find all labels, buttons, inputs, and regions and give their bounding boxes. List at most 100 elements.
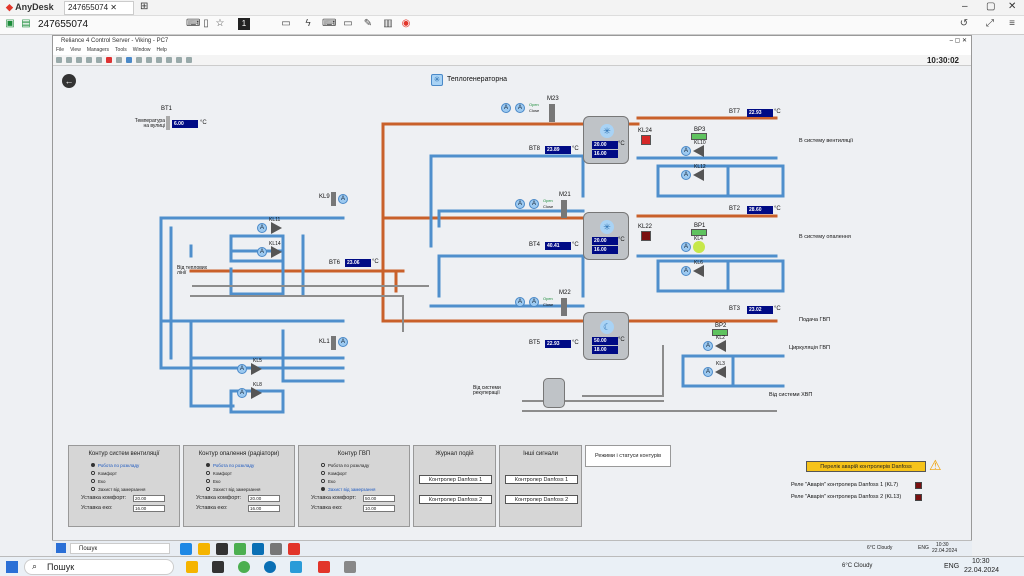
valve-actuator-icon[interactable] xyxy=(561,298,567,316)
valve-actuator-icon[interactable] xyxy=(549,104,555,122)
mode-radio[interactable]: Комфорт xyxy=(206,469,294,477)
windows-start-icon[interactable] xyxy=(56,543,66,553)
mode-radio[interactable]: Еко xyxy=(206,477,294,485)
tool-icon[interactable] xyxy=(86,57,92,63)
valve-kl9-a[interactable]: A xyxy=(338,194,348,204)
display-icon[interactable]: ▭ xyxy=(343,18,353,29)
kl24-indicator[interactable] xyxy=(641,135,651,145)
folder-icon[interactable] xyxy=(186,561,198,573)
tool-icon[interactable] xyxy=(96,57,102,63)
fullscreen-icon[interactable]: ⤢ xyxy=(986,18,994,29)
comfort-setpoint[interactable]: Уставка комфорт:50.00 xyxy=(311,493,409,503)
tool-icon[interactable] xyxy=(126,57,132,63)
anydesk-icon[interactable] xyxy=(288,543,300,555)
tool-icon[interactable] xyxy=(66,57,72,63)
valve-actuator-icon[interactable] xyxy=(561,200,567,218)
mode-radio[interactable]: Комфорт xyxy=(91,469,179,477)
mode-radio[interactable]: Еко xyxy=(91,477,179,485)
browser-icon[interactable] xyxy=(234,543,246,555)
address-field[interactable]: 247655074 xyxy=(38,19,89,30)
star-icon[interactable]: ☆ xyxy=(215,18,225,29)
pump-kl14-icon[interactable] xyxy=(271,246,282,258)
pump-kl8-a[interactable]: A xyxy=(237,388,247,398)
tool-icon[interactable] xyxy=(76,57,82,63)
pump-kl6-icon[interactable] xyxy=(693,265,704,277)
pump-kl4-a[interactable]: A xyxy=(681,242,691,252)
pump-kl11-a[interactable]: A xyxy=(257,223,267,233)
session-tab[interactable]: 247655074 ✕ xyxy=(64,1,134,15)
pump-kl4-icon[interactable] xyxy=(693,241,705,253)
tool-icon[interactable] xyxy=(176,57,182,63)
menu-tools[interactable]: Tools xyxy=(115,47,127,53)
chrome-icon[interactable] xyxy=(238,561,250,573)
valve-a-indicator[interactable]: A xyxy=(515,297,525,307)
tool-icon[interactable] xyxy=(146,57,152,63)
pen-icon[interactable]: ✎ xyxy=(363,18,373,29)
pump-kl6-a[interactable]: A xyxy=(681,266,691,276)
lightning-icon[interactable]: ϟ xyxy=(305,18,311,29)
app-icon[interactable] xyxy=(180,543,192,555)
local-search-box[interactable]: Пошук xyxy=(24,559,174,575)
keyboard-icon[interactable]: ⌨ xyxy=(186,18,201,29)
remote-screen[interactable]: Reliance 4 Control Server - Viking - PC7… xyxy=(52,35,972,541)
mode-radio[interactable]: Робота по розкладу xyxy=(206,461,294,469)
files-icon[interactable]: ▥ xyxy=(383,18,393,29)
comfort-setpoint[interactable]: Уставка комфорт:20.00 xyxy=(196,493,294,503)
history-icon[interactable]: ↺ xyxy=(959,18,969,29)
mode-radio[interactable]: Еко xyxy=(321,477,409,485)
remote-window-controls[interactable]: – ▢ ✕ xyxy=(949,38,967,44)
pump-kl8-icon[interactable] xyxy=(251,387,262,399)
mode-radio[interactable]: Захист від замерзання xyxy=(206,485,294,493)
pump-kl14-a[interactable]: A xyxy=(257,247,267,257)
pump-kl12-a[interactable]: A xyxy=(681,170,691,180)
pump-kl2-icon[interactable] xyxy=(715,340,726,352)
anydesk-icon[interactable] xyxy=(318,561,330,573)
valve-a-indicator[interactable]: A xyxy=(515,103,525,113)
pump-kl10-a[interactable]: A xyxy=(681,146,691,156)
mode-radio[interactable]: Захист від замерзання xyxy=(91,485,179,493)
app-icon[interactable] xyxy=(212,561,224,573)
menu-help[interactable]: Help xyxy=(156,47,167,53)
menu-window[interactable]: Window xyxy=(132,47,151,53)
pump-kl10-icon[interactable] xyxy=(693,145,704,157)
kl22-indicator[interactable] xyxy=(641,231,651,241)
tool-icon[interactable] xyxy=(166,57,172,63)
modes-status-button[interactable]: Режими і статуси контурів xyxy=(585,445,671,467)
chat-icon[interactable]: ▭ xyxy=(281,18,291,29)
close-icon[interactable]: ✕ xyxy=(1008,1,1017,12)
journal-danfoss1-button[interactable]: Контролер Danfoss 1 xyxy=(419,475,492,484)
valve-kl1-a[interactable]: A xyxy=(338,337,348,347)
back-arrow-icon[interactable]: ← xyxy=(62,74,76,88)
app-icon[interactable] xyxy=(344,561,356,573)
pump-kl3-icon[interactable] xyxy=(715,366,726,378)
other-danfoss1-button[interactable]: Контролер Danfoss 1 xyxy=(505,475,578,484)
app-icon[interactable] xyxy=(216,543,228,555)
maximize-icon[interactable]: ▢ xyxy=(986,1,996,12)
menu-managers[interactable]: Managers xyxy=(86,47,110,53)
pump-kl5-a[interactable]: A xyxy=(237,364,247,374)
pump-kl12-icon[interactable] xyxy=(693,169,704,181)
session-number[interactable]: 1 xyxy=(238,18,250,30)
tool-icon[interactable] xyxy=(136,57,142,63)
app-icon[interactable] xyxy=(270,543,282,555)
valve-a-indicator[interactable]: A xyxy=(501,103,511,113)
keyboard-icon-2[interactable]: ⌨ xyxy=(322,18,337,29)
new-tab-icon[interactable]: ⊞ xyxy=(140,1,149,12)
mode-radio[interactable]: Захист від замерзання xyxy=(321,485,409,493)
eco-setpoint[interactable]: Уставка еко:16.00 xyxy=(196,503,294,513)
eco-setpoint[interactable]: Уставка еко:10.00 xyxy=(311,503,409,513)
heat-exchanger-gvp[interactable]: ☾ 50.00 18.00 xyxy=(583,312,629,360)
edge-icon[interactable] xyxy=(252,543,264,555)
heat-exchanger-vent[interactable]: ✳ 20.00 16.00 xyxy=(583,116,629,164)
mode-radio[interactable]: Робота по розкладу xyxy=(321,461,409,469)
file-icon[interactable]: ▯ xyxy=(203,18,209,29)
minimize-icon[interactable]: – xyxy=(962,1,968,12)
tool-icon[interactable] xyxy=(156,57,162,63)
comfort-setpoint[interactable]: Уставка комфорт:20.00 xyxy=(81,493,179,503)
other-danfoss2-button[interactable]: Контролер Danfoss 2 xyxy=(505,495,578,504)
mode-radio[interactable]: Комфорт xyxy=(321,469,409,477)
mode-radio[interactable]: Робота по розкладу xyxy=(91,461,179,469)
pump-kl5-icon[interactable] xyxy=(251,363,262,375)
tool-icon[interactable] xyxy=(116,57,122,63)
menu-icon[interactable]: ≡ xyxy=(1009,18,1015,29)
